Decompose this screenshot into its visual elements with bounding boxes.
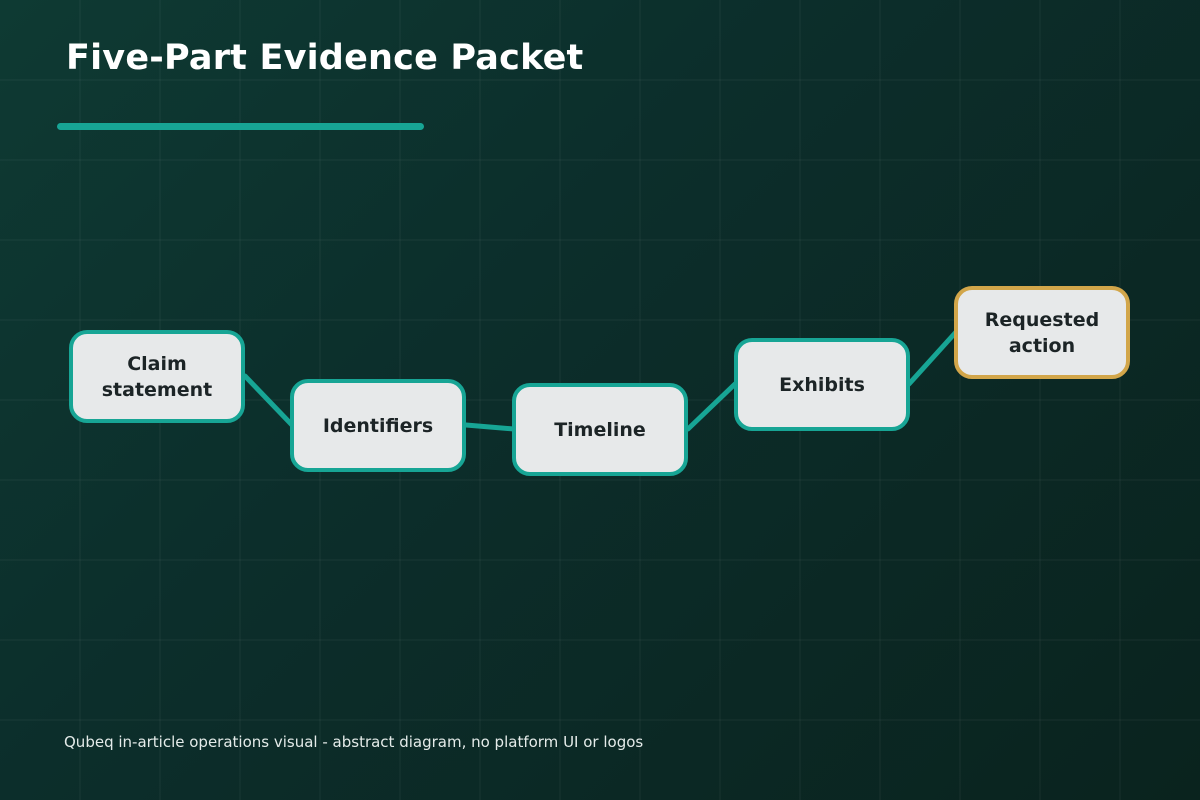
- node-label: Claim statement: [101, 352, 213, 401]
- node-label: Timeline: [554, 418, 646, 441]
- node-requested-action: Requested action: [954, 286, 1130, 379]
- connector-exhibits-requested-action: [906, 329, 959, 387]
- footer-caption: Qubeq in-article operations visual - abs…: [64, 733, 644, 751]
- node-claim-statement: Claim statement: [69, 330, 245, 423]
- node-exhibits: Exhibits: [734, 338, 910, 431]
- connector-claim-identifiers: [242, 373, 295, 428]
- node-timeline: Timeline: [512, 383, 688, 476]
- connector-identifiers-timeline: [463, 422, 517, 432]
- node-label: Requested action: [984, 308, 1100, 357]
- node-label: Exhibits: [779, 373, 865, 396]
- page-title: Five-Part Evidence Packet: [66, 38, 584, 78]
- node-label: Identifiers: [322, 414, 434, 437]
- connector-timeline-exhibits: [685, 381, 738, 432]
- node-identifiers: Identifiers: [290, 379, 466, 472]
- title-underline: [57, 123, 424, 130]
